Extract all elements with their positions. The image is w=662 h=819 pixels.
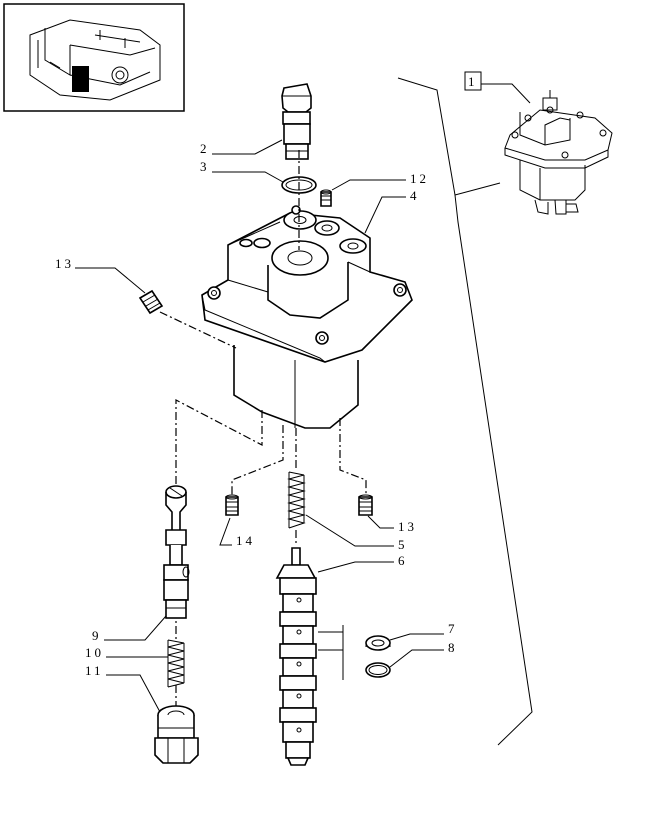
callout-3: 3 — [200, 159, 210, 174]
part-12-bleed-screw — [320, 189, 332, 207]
callout-13-upper: 13 — [55, 256, 74, 271]
callout-13-right: 13 — [398, 519, 417, 534]
assembled-view: 1 — [464, 71, 613, 215]
part-10-spring — [167, 639, 185, 688]
callout-8: 8 — [448, 640, 458, 655]
part-14-grub-plug — [225, 494, 239, 516]
part-11-plug-nut — [154, 705, 199, 764]
view-link-lines — [397, 77, 533, 746]
location-thumbnail[interactable] — [3, 3, 185, 112]
part-6-plunger-spool — [275, 547, 317, 766]
callout-2: 2 — [200, 141, 210, 156]
callout-1-box — [464, 71, 482, 91]
part-7-washer — [365, 635, 391, 651]
part-5-main-spring — [287, 471, 306, 529]
part-9-valve-stem — [163, 485, 190, 619]
callout-14: 14 — [236, 533, 255, 548]
part-2-plunger-top — [281, 83, 312, 160]
callout-7: 7 — [448, 621, 458, 636]
callout-10: 10 — [85, 645, 104, 660]
callout-1: 1 — [468, 74, 478, 89]
spool-bracket — [318, 625, 344, 680]
thumbnail-highlight-marker — [72, 66, 89, 92]
part-4-pump-body — [201, 205, 413, 429]
callout-5: 5 — [398, 537, 408, 552]
thumbnail-housing-sketch — [29, 19, 161, 101]
callout-9: 9 — [92, 628, 102, 643]
callout-12: 12 — [410, 171, 429, 186]
callout-4: 4 — [410, 188, 420, 203]
part-13-plug-right — [358, 494, 373, 516]
callout-11: 11 — [85, 663, 104, 678]
callout-6: 6 — [398, 553, 408, 568]
part-13-plug-upper — [138, 289, 164, 315]
